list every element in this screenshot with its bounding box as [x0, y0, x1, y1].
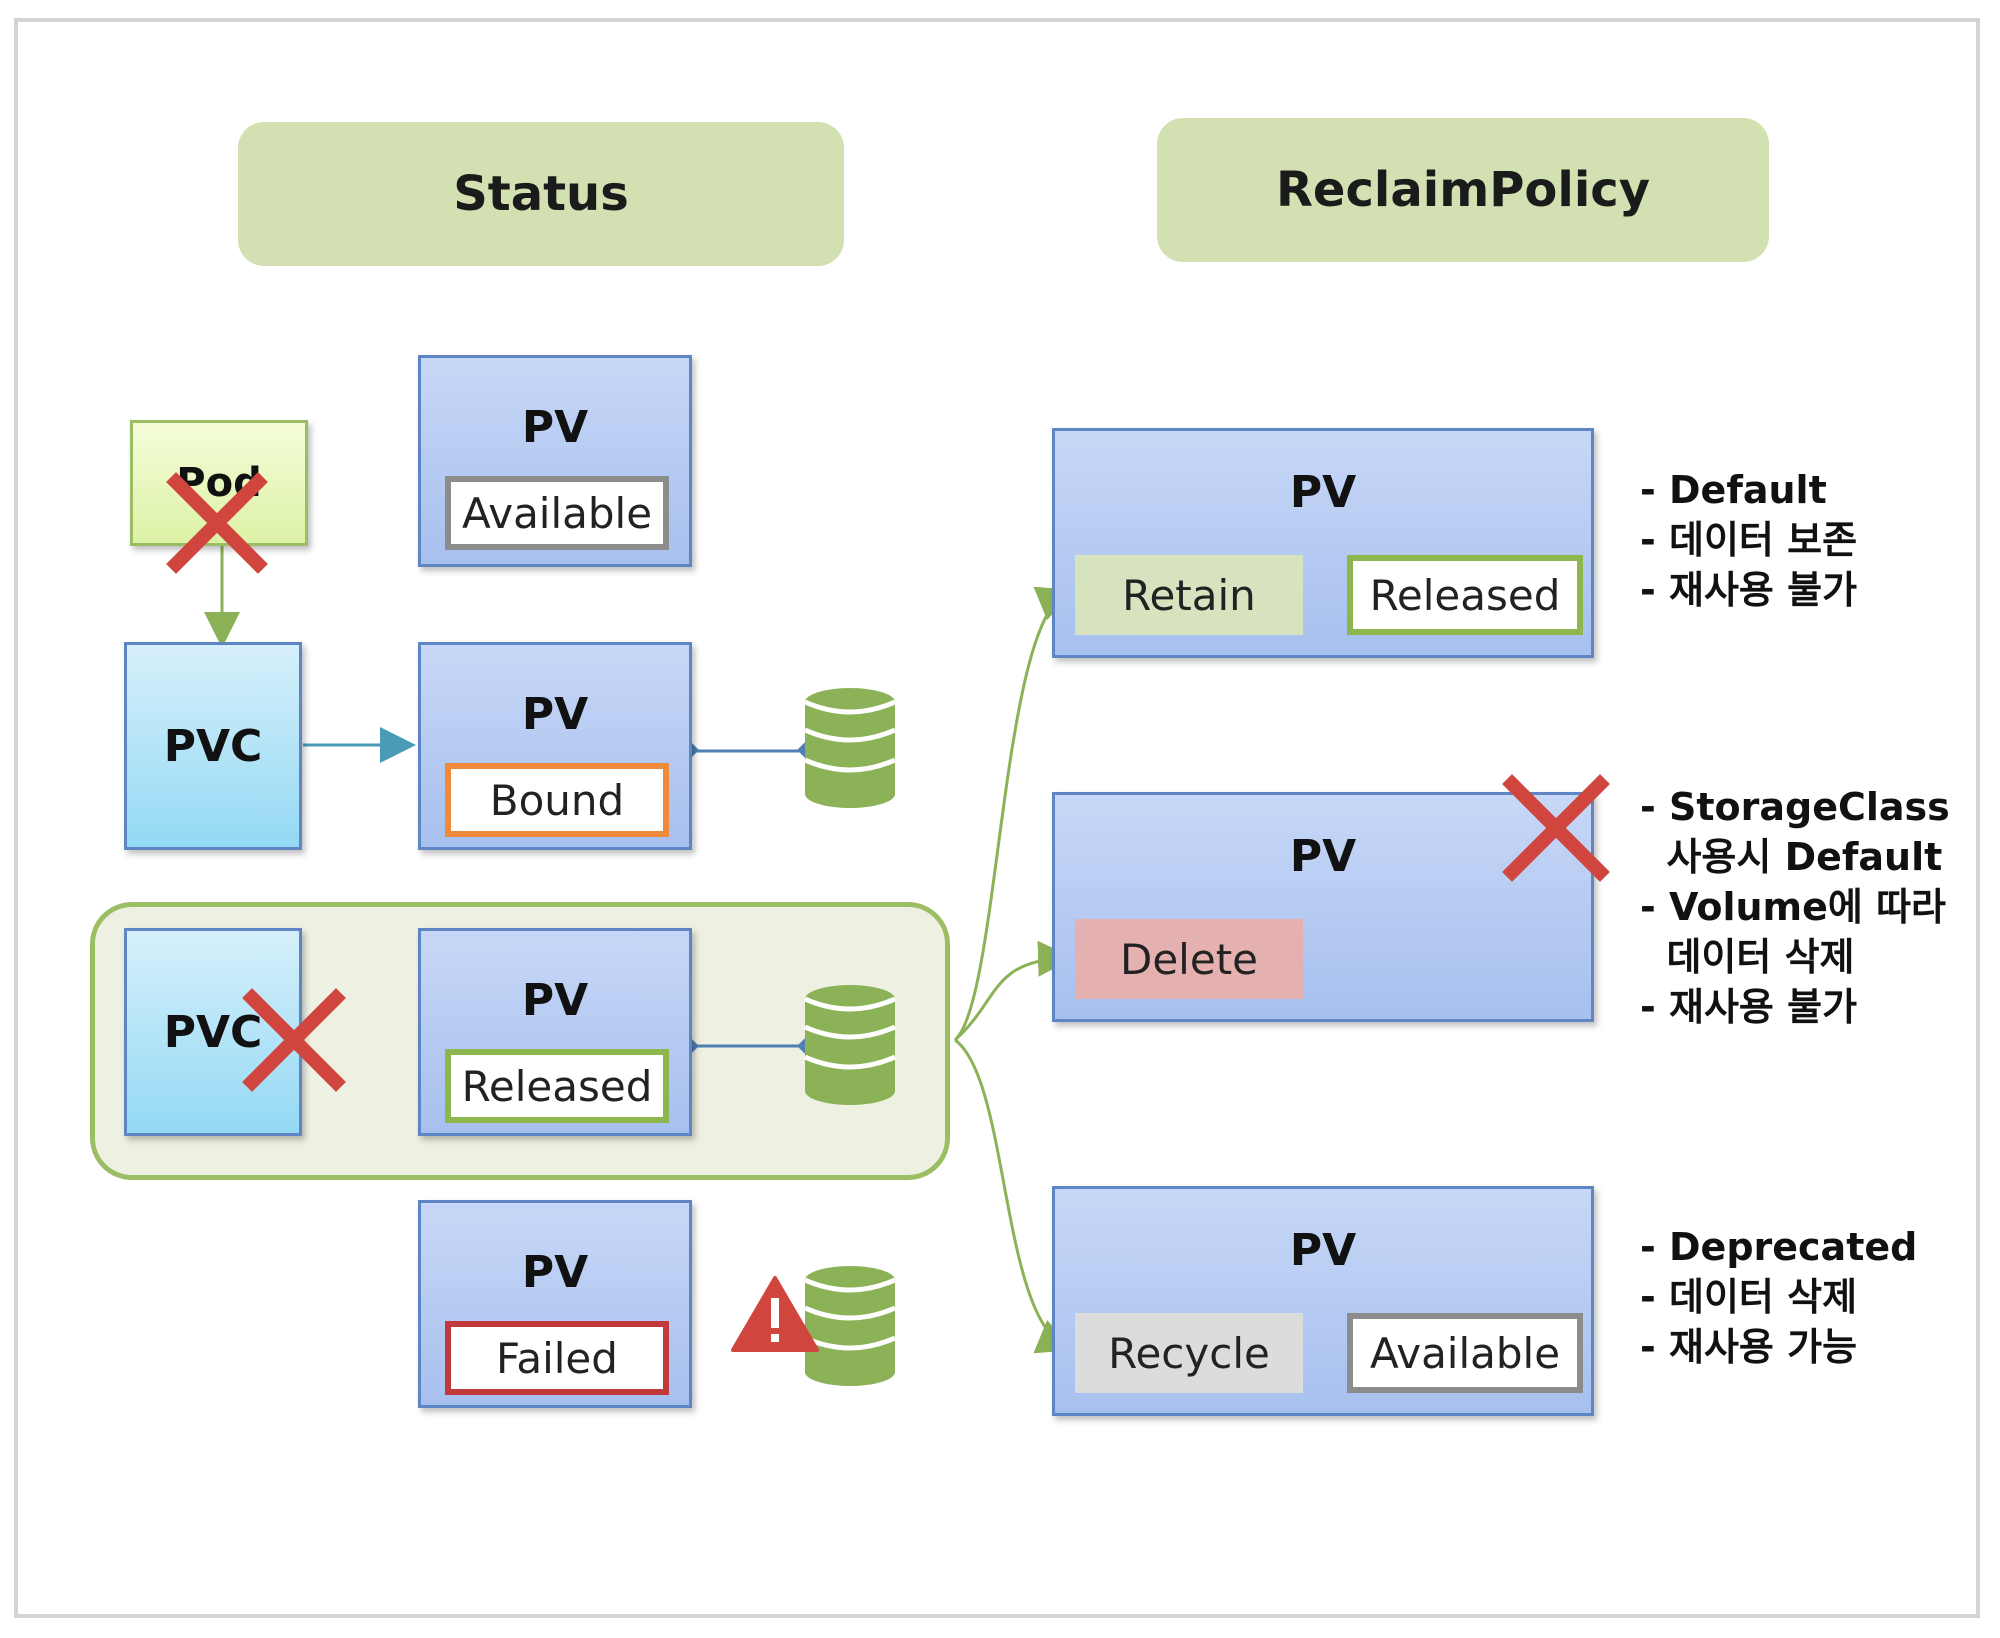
pvc-label: PVC — [163, 720, 263, 772]
reclaim-policy-header-label: ReclaimPolicy — [1275, 162, 1651, 218]
reclaim-policy-header: ReclaimPolicy — [1157, 118, 1769, 262]
arrow-to-recycle — [954, 1038, 1074, 1354]
pvc-deleted-label: PVC — [163, 1006, 263, 1058]
status-badge-released: Released — [1347, 555, 1583, 635]
pv-released-box: PV Released — [418, 928, 692, 1136]
note-line: - Volume에 따라 — [1640, 885, 1946, 929]
note-line: - 재사용 불가 — [1640, 985, 1858, 1029]
policy-recycle-badge: Recycle — [1075, 1313, 1303, 1393]
arrow-to-retain — [953, 586, 1074, 1042]
status-header-label: Status — [453, 166, 629, 222]
pv-failed-box: PV Failed — [418, 1200, 692, 1408]
note-line: - 데이터 보존 — [1640, 518, 1858, 562]
pv-available-box: PV Available — [418, 355, 692, 567]
policy-delete-badge: Delete — [1075, 919, 1303, 999]
status-badge-bound: Bound — [445, 763, 669, 837]
policy-retain-badge: Retain — [1075, 555, 1303, 635]
pv-bound-box: PV Bound — [418, 642, 692, 850]
pv-delete-box: PV Delete — [1052, 792, 1594, 1022]
note-line: - Default — [1640, 468, 1827, 512]
warning-icon — [731, 1276, 819, 1352]
pv-title: PV — [1289, 467, 1357, 518]
pv-title: PV — [1289, 831, 1357, 882]
status-badge-released: Released — [445, 1049, 669, 1123]
pv-title: PV — [521, 1247, 589, 1298]
delete-notes: - StorageClass 사용시 Default - Volume에 따라 … — [1640, 782, 1950, 1032]
recycle-notes: - Deprecated - 데이터 삭제 - 재사용 가능 — [1640, 1222, 1917, 1372]
diagram-frame — [14, 18, 1980, 1618]
note-line: - StorageClass — [1640, 785, 1950, 829]
database-icon — [803, 688, 897, 808]
note-line: - 데이터 삭제 — [1640, 1275, 1858, 1319]
status-badge-available: Available — [445, 476, 669, 550]
note-line: 사용시 Default — [1640, 835, 1943, 879]
status-badge-available: Available — [1347, 1313, 1583, 1393]
pv-recycle-box: PV Recycle Available — [1052, 1186, 1594, 1416]
note-line: 데이터 삭제 — [1640, 935, 1855, 979]
status-header: Status — [238, 122, 844, 266]
note-line: - 재사용 불가 — [1640, 568, 1858, 612]
x-mark-icon — [166, 472, 268, 574]
database-icon — [803, 985, 897, 1105]
pv-title: PV — [521, 402, 589, 453]
pv-retain-box: PV Retain Released — [1052, 428, 1594, 658]
status-badge-failed: Failed — [445, 1321, 669, 1395]
pv-title: PV — [521, 689, 589, 740]
pv-title: PV — [1289, 1225, 1357, 1276]
x-mark-icon — [242, 988, 346, 1092]
retain-notes: - Default - 데이터 보존 - 재사용 불가 — [1640, 465, 1857, 615]
pv-title: PV — [521, 975, 589, 1026]
note-line: - 재사용 가능 — [1640, 1325, 1858, 1369]
database-icon — [803, 1266, 897, 1386]
pvc-box: PVC — [124, 642, 302, 850]
x-mark-icon — [1502, 774, 1610, 882]
arrow-to-delete — [954, 940, 1074, 1042]
pvc-deleted-box: PVC — [124, 928, 302, 1136]
note-line: - Deprecated — [1640, 1225, 1918, 1269]
